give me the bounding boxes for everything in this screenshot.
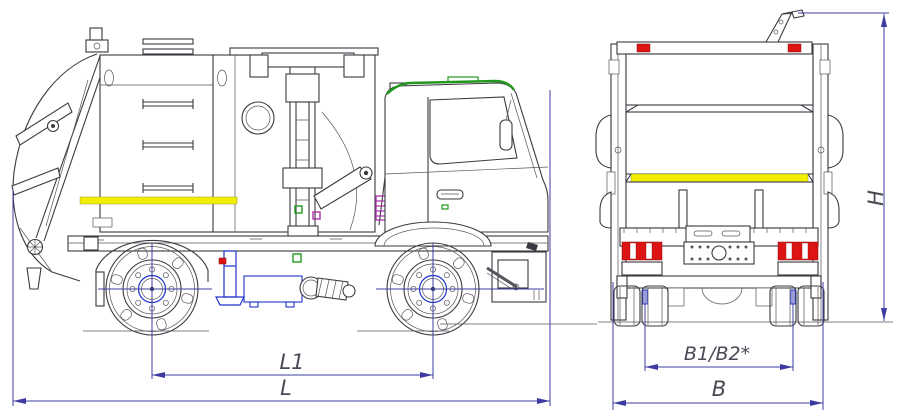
mirror bbox=[499, 119, 513, 151]
tailgate-handwheel bbox=[26, 238, 44, 256]
toolbox bbox=[243, 275, 303, 308]
support-jack bbox=[215, 250, 245, 306]
door-window bbox=[429, 96, 518, 165]
ground-line bbox=[83, 323, 597, 332]
left-fender-bulge bbox=[595, 114, 612, 169]
body-rungs bbox=[142, 99, 194, 193]
dim-label-overall-height: H bbox=[864, 190, 888, 206]
door-handle bbox=[436, 189, 464, 200]
tailgate-post bbox=[754, 189, 764, 231]
rear-yellow-stripe bbox=[630, 173, 809, 183]
dim-label-wheelbase: L1 bbox=[279, 350, 304, 374]
dim-label-overall-width: B bbox=[712, 377, 726, 401]
body-yellow-stripe bbox=[79, 196, 238, 205]
exhaust bbox=[299, 276, 356, 301]
mudflap bbox=[755, 287, 773, 307]
rear-marker-light-left bbox=[636, 43, 651, 53]
license-plate-bracket bbox=[683, 241, 755, 265]
folded-crane bbox=[765, 9, 805, 43]
dimensions: L1 L B1/B2* B H bbox=[12, 12, 889, 410]
mudflap bbox=[667, 287, 685, 307]
right-fender-bulge bbox=[827, 114, 844, 169]
hydraulic-drum bbox=[241, 101, 275, 135]
dim-label-overall-length: L bbox=[280, 376, 292, 400]
body bbox=[79, 38, 379, 233]
side-view bbox=[11, 27, 597, 336]
roof-rails bbox=[142, 38, 194, 55]
valve-red bbox=[218, 257, 227, 265]
tailgate-support-leg bbox=[26, 267, 42, 290]
loader-arm bbox=[313, 166, 372, 210]
body-hole bbox=[217, 69, 227, 87]
rear-frame bbox=[619, 225, 819, 276]
loading-mechanism bbox=[241, 52, 373, 237]
front-linkage bbox=[486, 266, 520, 291]
rear-marker-light-right bbox=[787, 43, 802, 53]
tail-light-left bbox=[621, 241, 663, 261]
wheel-arch bbox=[374, 221, 492, 247]
tail-light-right bbox=[777, 241, 819, 261]
rear-bumper bbox=[616, 275, 822, 307]
tailgate bbox=[11, 27, 109, 290]
cab bbox=[374, 76, 549, 303]
dim-label-track: B1/B2* bbox=[684, 343, 750, 365]
rear-body bbox=[616, 41, 814, 231]
body-hole bbox=[104, 69, 114, 87]
rear-view bbox=[595, 9, 893, 327]
tailgate-post bbox=[678, 189, 688, 231]
tailgate-brace bbox=[15, 102, 73, 146]
